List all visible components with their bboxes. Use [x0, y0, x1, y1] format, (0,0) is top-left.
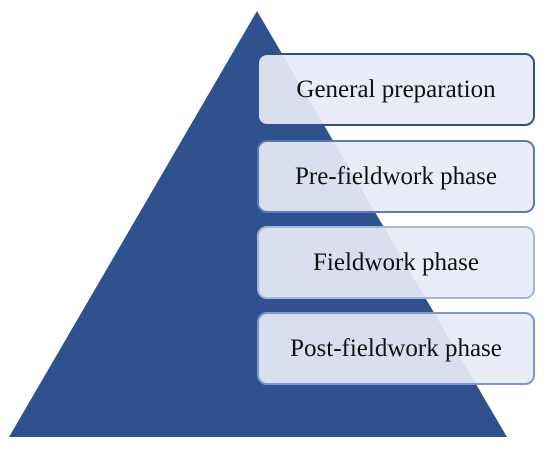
phase-box-general-preparation: General preparation	[257, 53, 535, 126]
phase-label: Pre-fieldwork phase	[294, 163, 497, 190]
phase-label: General preparation	[296, 76, 496, 103]
phase-box-post-fieldwork: Post-fieldwork phase	[257, 312, 535, 385]
phase-label: Post-fieldwork phase	[290, 335, 502, 362]
phase-box-fieldwork: Fieldwork phase	[257, 226, 535, 299]
phase-label: Fieldwork phase	[313, 249, 479, 276]
phase-box-pre-fieldwork: Pre-fieldwork phase	[257, 140, 535, 213]
